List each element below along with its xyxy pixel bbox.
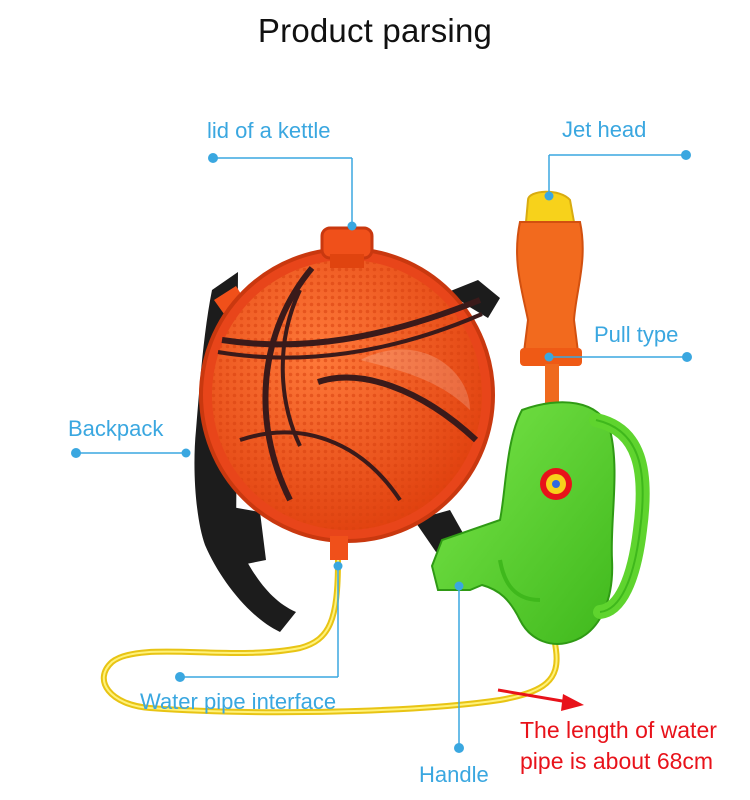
label-handle: Handle	[419, 762, 489, 787]
label-lid: lid of a kettle	[207, 118, 331, 143]
label-pull-type: Pull type	[594, 322, 679, 347]
leader-lines	[71, 150, 692, 753]
pipe-length-note: The length of water pipe is about 68cm	[520, 715, 717, 777]
basketball-tank	[199, 226, 495, 560]
label-water-pipe-interface: Water pipe interface	[140, 689, 337, 714]
pipe-length-note-line1: The length of water	[520, 717, 717, 743]
label-backpack: Backpack	[68, 416, 164, 441]
pipe-length-note-line2: pipe is about 68cm	[520, 748, 714, 774]
red-arrow	[497, 688, 584, 711]
label-jet-head: Jet head	[562, 117, 647, 142]
page-title: Product parsing	[257, 12, 493, 49]
water-gun	[430, 190, 650, 645]
